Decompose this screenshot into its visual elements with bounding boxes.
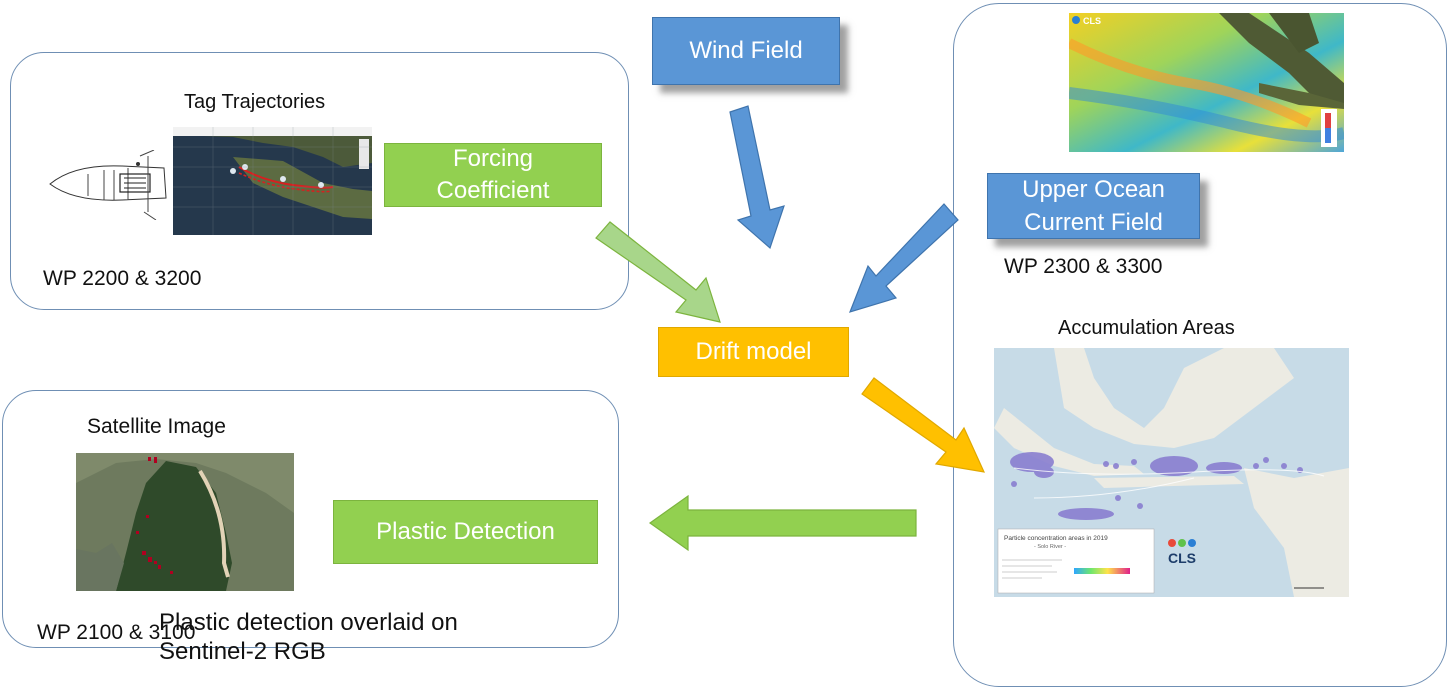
- tag-trajectory-map: [173, 127, 372, 235]
- map-logo-text: CLS: [1083, 16, 1101, 26]
- drift-model-box: Drift model: [658, 327, 849, 377]
- forcing-to-drift-arrow: [595, 221, 721, 323]
- current-to-drift-arrow: [848, 203, 959, 313]
- legend-title: Particle concentration areas in 2019: [1004, 535, 1108, 542]
- satellite-wp-label: WP 2100 & 3100: [37, 621, 196, 644]
- legend-subtitle: - Solo River -: [1034, 544, 1066, 550]
- forcing-coefficient-label: Forcing Coefficient: [436, 145, 550, 204]
- tag-trajectories-title: Tag Trajectories: [184, 91, 326, 113]
- legend-logo: CLS: [1168, 550, 1196, 566]
- tag-device-drawing: [49, 150, 167, 220]
- forcing-coefficient-box: Forcing Coefficient: [384, 143, 602, 207]
- plastic-detection-label: Plastic Detection: [376, 518, 555, 545]
- sentinel-2-satellite-photo: [76, 453, 294, 591]
- satellite-image-title: Satellite Image: [87, 415, 226, 438]
- drift-to-accumulation-arrow: [861, 377, 986, 473]
- upper-ocean-current-field-label: Upper Ocean Current Field: [1022, 176, 1165, 236]
- plastic-detection-box: Plastic Detection: [333, 500, 598, 564]
- wind-field-label: Wind Field: [689, 37, 803, 64]
- upper-ocean-current-field-box: Upper Ocean Current Field: [987, 173, 1200, 239]
- tag-wp-label: WP 2200 & 3200: [43, 267, 202, 290]
- satellite-caption: Plastic detection overlaid on Sentinel-2…: [159, 609, 458, 665]
- drift-model-label: Drift model: [695, 338, 812, 365]
- wind-field-box: Wind Field: [652, 17, 840, 85]
- upper-ocean-current-map: CLS: [1069, 13, 1344, 152]
- accumulation-areas-title: Accumulation Areas: [1058, 317, 1235, 339]
- wind-to-drift-arrow: [729, 105, 785, 250]
- accumulation-to-plastic-arrow: [648, 494, 917, 552]
- ocean-wp-label: WP 2300 & 3300: [1004, 255, 1163, 278]
- accumulation-areas-map: Particle concentration areas in 2019 - S…: [994, 348, 1349, 597]
